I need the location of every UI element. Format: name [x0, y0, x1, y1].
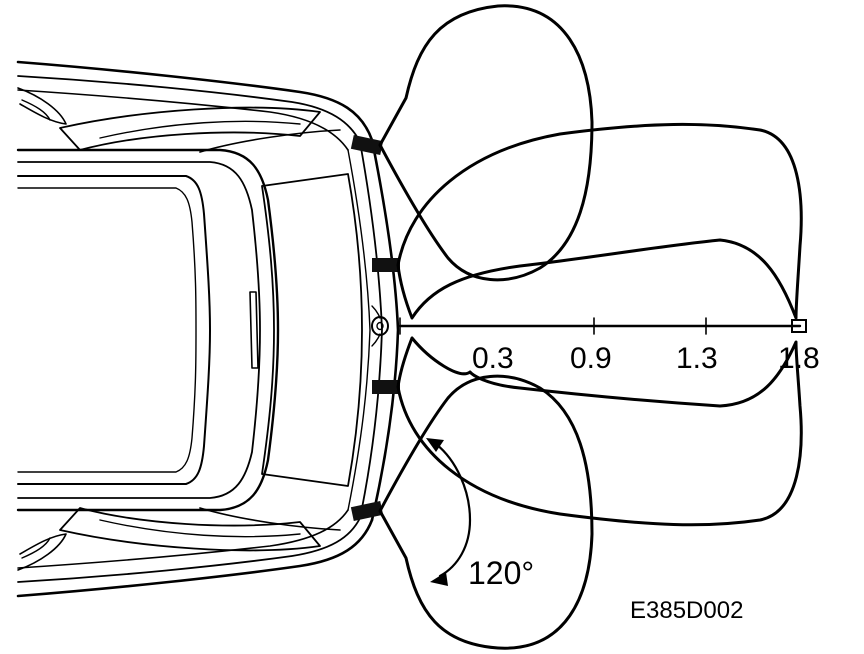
- roof-line-bottom: [199, 507, 341, 531]
- tail-light-top: [59, 106, 321, 151]
- sensors: [350, 135, 400, 521]
- sensor-outer-top: [350, 135, 384, 155]
- rear-bumper-inner: [359, 141, 383, 519]
- angle-arrow-top: [426, 438, 444, 452]
- angle-label: 120°: [468, 555, 534, 591]
- rear-window: [261, 173, 363, 487]
- car-outline-bottom-inner: [17, 517, 361, 583]
- distance-label-0-3: 0.3: [472, 342, 514, 375]
- lobe-outer-top: [378, 4, 594, 282]
- car-outline-top-inner: [17, 75, 361, 143]
- cabin-outline: [17, 175, 211, 485]
- lock-emblem: [371, 316, 389, 336]
- figure-code: E385D002: [630, 597, 743, 624]
- emblem-trim: [371, 305, 381, 347]
- tail-light-top-detail: [99, 120, 301, 139]
- wheel-arch-bottom: [17, 533, 67, 571]
- cabin-inner: [17, 187, 197, 473]
- sensor-inner-bottom: [372, 380, 400, 394]
- sensor-outer-bottom: [350, 501, 384, 521]
- distance-scale: 0.3 0.9 1.3 1.8: [398, 317, 820, 375]
- detection-zones: [378, 4, 803, 650]
- roof-outline: [16, 148, 280, 512]
- lobe-outer-bottom: [378, 374, 594, 650]
- lobe-inner-top: [396, 122, 803, 320]
- center-strip: [249, 291, 259, 369]
- car-outline-top-inner2: [17, 89, 349, 151]
- sensor-inner-top: [372, 258, 400, 272]
- lock-emblem-core: [376, 321, 384, 331]
- tail-light-bottom: [59, 507, 321, 552]
- distance-label-1-8: 1.8: [778, 342, 820, 375]
- angle-indicator: 120°: [426, 438, 534, 591]
- distance-label-1-3: 1.3: [676, 342, 718, 375]
- car-body: [16, 60, 400, 598]
- rear-bumper-outer: [370, 138, 400, 522]
- tail-light-bottom-detail: [99, 519, 301, 538]
- car-outline-top: [16, 60, 374, 142]
- scale-end-marker: [791, 319, 807, 333]
- car-outline-bottom: [16, 518, 374, 598]
- lobe-inner-bottom: [396, 336, 803, 527]
- roof-inner: [17, 161, 261, 499]
- roof-line-top: [199, 129, 341, 153]
- wheel-arch-top: [17, 87, 67, 125]
- rear-bumper-inner2: [347, 149, 371, 511]
- angle-arc: [434, 442, 472, 578]
- angle-arrow-bottom: [430, 572, 448, 586]
- car-outline-bottom-inner2: [17, 509, 349, 569]
- distance-label-0-9: 0.9: [570, 342, 612, 375]
- wheel-arch-top-2: [21, 99, 51, 121]
- wheel-arch-bottom-2: [21, 537, 51, 559]
